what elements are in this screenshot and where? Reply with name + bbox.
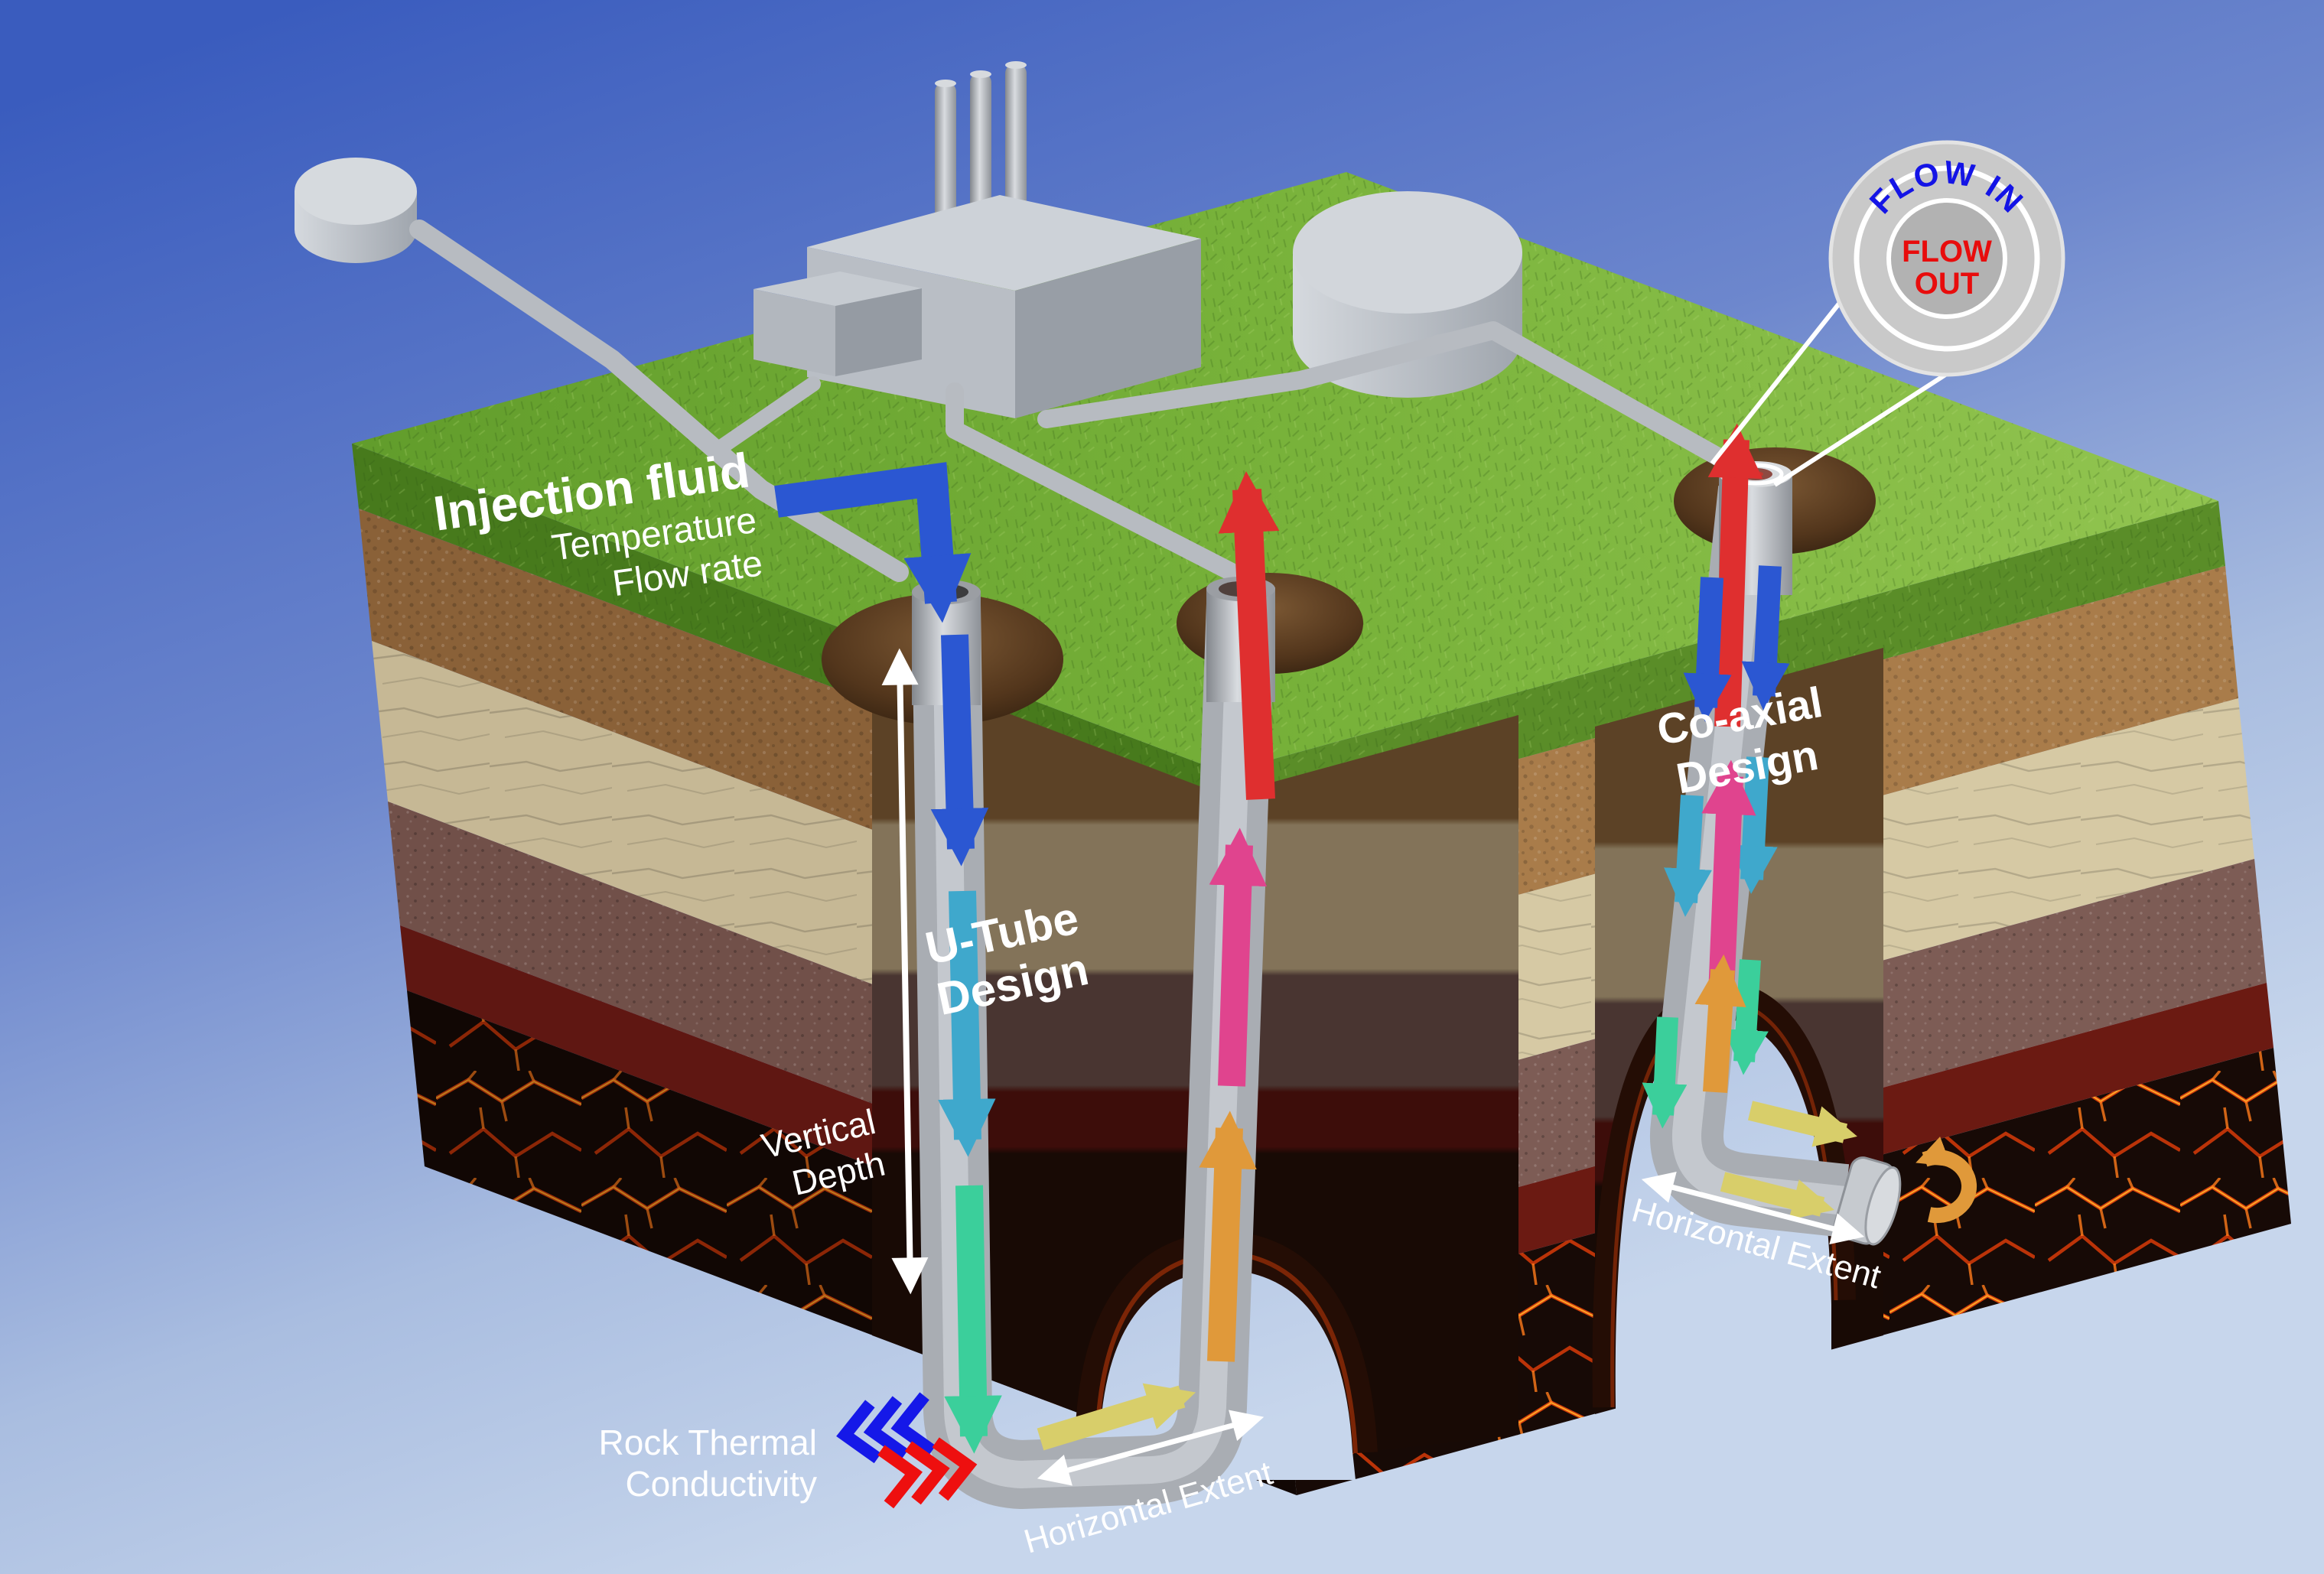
rock-thermal-chevrons	[836, 1392, 978, 1509]
production-surface-pipe	[946, 382, 1241, 581]
downflow-blue-arrow-icon	[930, 634, 989, 867]
injection-elbow-arrow-icon	[774, 462, 972, 623]
coaxial-flowin-blue-right-icon	[1741, 565, 1790, 711]
coaxial-up-orange-icon	[1694, 954, 1746, 1093]
horizontal-extent-utube-arrow-icon	[1037, 1410, 1265, 1486]
downflow-teal-arrow-icon	[944, 1185, 1002, 1454]
annex-pipe	[708, 376, 821, 459]
upflow-pink-arrow-icon	[1209, 828, 1268, 1087]
left-tank-top	[295, 158, 417, 225]
u-turn-arrow-icon	[1916, 1137, 1977, 1224]
injection-fluid-label: Injection fluid Temperature Flow rate	[430, 443, 765, 605]
coaxial-surface-pipe	[1037, 321, 1742, 474]
inset-pointer-line-left	[1710, 298, 1844, 465]
downflow-cyan-arrow-icon	[938, 890, 996, 1157]
inset-pointer-line-right	[1773, 372, 1947, 487]
coaxial-flowin-cyan-right-icon	[1729, 756, 1778, 894]
vertical-depth-arrow-icon	[881, 648, 929, 1295]
annex-side-face	[835, 288, 922, 376]
coaxial-down-teal-left-icon	[1642, 1016, 1688, 1129]
rock-thermal-label: Rock Thermal Conductivity	[599, 1423, 817, 1504]
coaxial-flowin-blue-left-icon	[1683, 577, 1732, 722]
coaxial-flowin-cyan-left-icon	[1664, 795, 1712, 917]
tank-stub-pipe	[1429, 326, 1488, 350]
svg-text:Conductivity: Conductivity	[625, 1464, 817, 1504]
surface-pipes	[409, 220, 1742, 582]
coaxial-down-teal-right-icon	[1723, 959, 1769, 1075]
flow-arrows	[774, 423, 1977, 1454]
svg-text:Rock Thermal: Rock Thermal	[599, 1423, 817, 1462]
plant-roof	[807, 195, 1201, 291]
chevron-right-icons	[877, 1437, 978, 1509]
annex-front-face	[754, 289, 835, 376]
injection-surface-pipe	[409, 220, 909, 582]
upflow-orange-arrow-icon	[1199, 1111, 1257, 1362]
flow-out-label-line1: FLOW	[1902, 235, 1992, 268]
measurement-arrows	[881, 298, 1947, 1486]
coaxial-flowout-red-arrow-icon	[1707, 423, 1763, 727]
chevron-left-icons	[836, 1392, 936, 1464]
annex-roof	[754, 272, 922, 306]
power-plant	[754, 61, 1201, 418]
chimney-stacks	[935, 61, 1027, 231]
horizontal-extent-coaxial-arrow-icon	[1641, 1172, 1865, 1244]
flow-in-out-inset: FLOW IN FLOW OUT	[1828, 140, 2065, 377]
flow-out-label-line2: OUT	[1915, 267, 1979, 301]
plant-front-right-face	[1015, 239, 1201, 418]
upflow-red-arrow-icon	[1218, 471, 1280, 800]
coaxial-upflow-pink-icon	[1701, 759, 1756, 995]
right-tank-top	[1293, 191, 1522, 314]
coaxial-lateral-yellow-top-icon	[1747, 1101, 1857, 1147]
